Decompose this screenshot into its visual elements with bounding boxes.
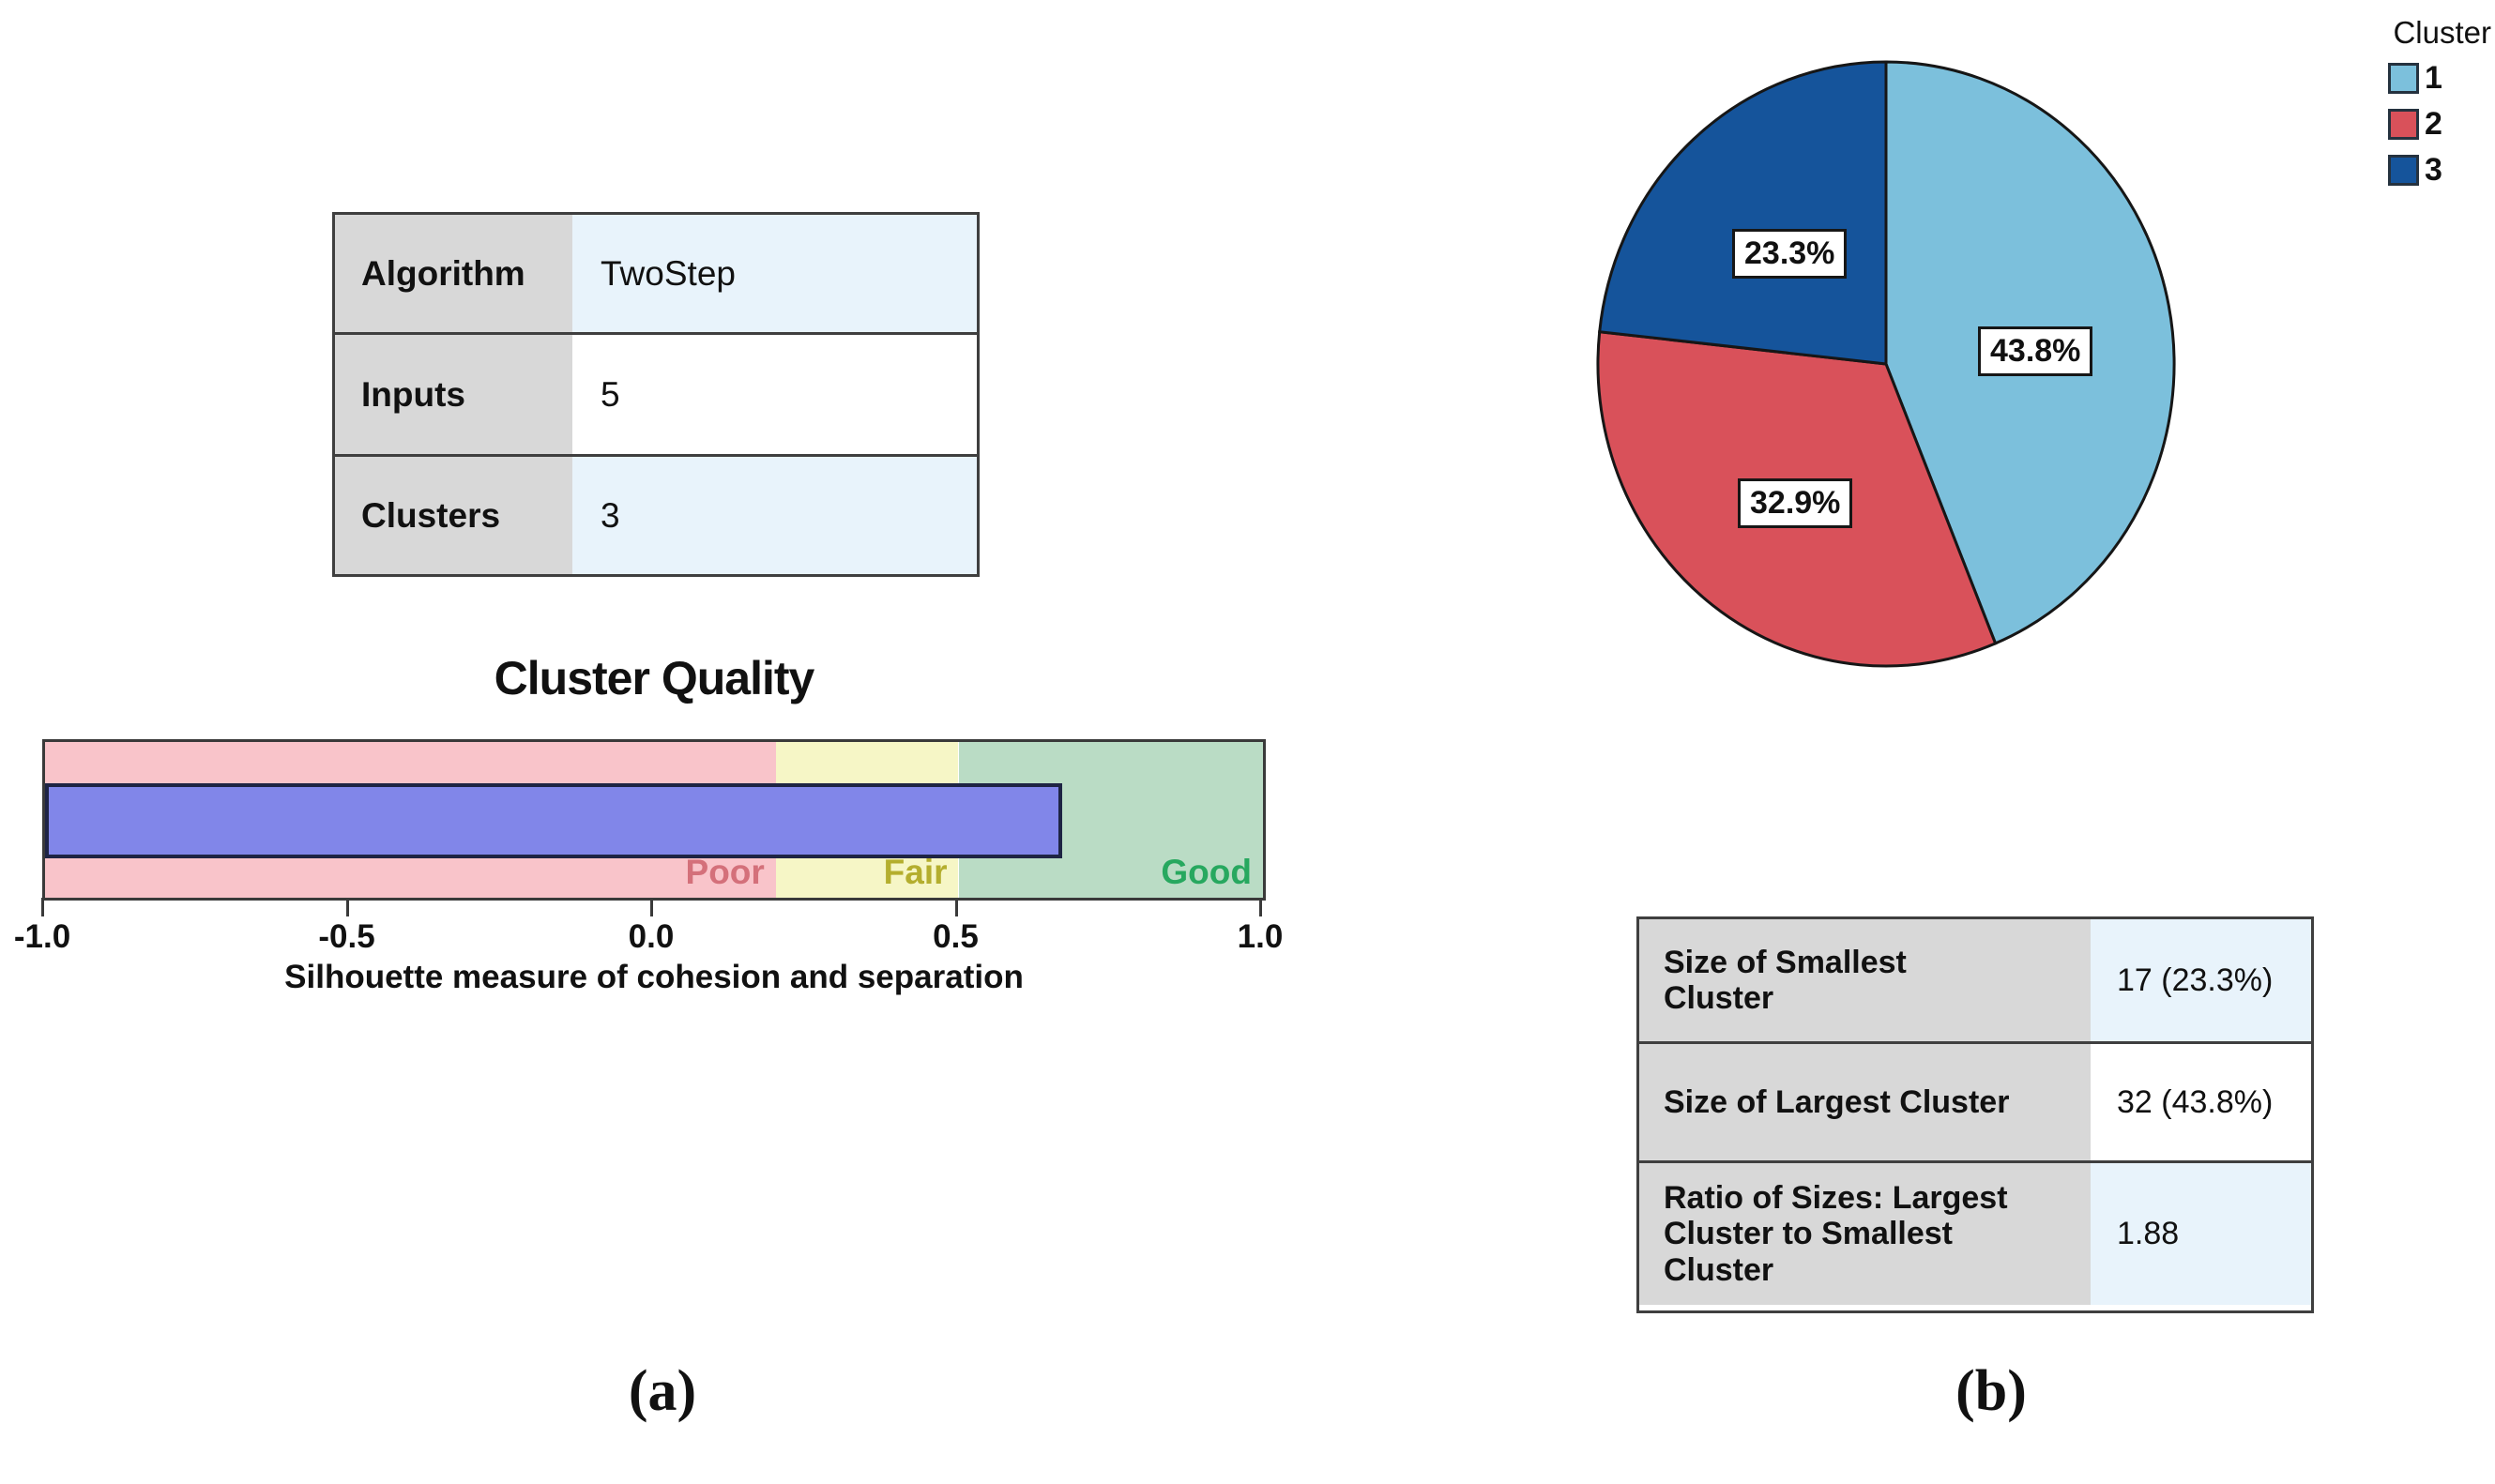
legend-label: 3 bbox=[2425, 152, 2442, 188]
pie-label-cluster3: 23.3% bbox=[1732, 229, 1848, 279]
clusters-value: 3 bbox=[572, 457, 977, 574]
largest-cluster-label: Size of Largest Cluster bbox=[1639, 1044, 2091, 1160]
table-row: Size of Smallest Cluster 17 (23.3%) bbox=[1639, 919, 2311, 1041]
table-row: Ratio of Sizes: Largest Cluster to Small… bbox=[1639, 1160, 2311, 1305]
cluster-quality-title: Cluster Quality bbox=[494, 652, 815, 704]
legend-swatch-cluster2-icon bbox=[2388, 109, 2419, 140]
x-tick bbox=[1259, 898, 1262, 916]
x-tick bbox=[345, 898, 349, 916]
table-row: Algorithm TwoStep bbox=[335, 215, 977, 332]
x-tick-label: -0.5 bbox=[318, 918, 375, 955]
x-tick-label: 0.0 bbox=[628, 918, 675, 955]
quality-zone-label-good: Good bbox=[1161, 853, 1252, 891]
cluster-pie-chart bbox=[1596, 60, 2176, 668]
legend-label: 1 bbox=[2425, 60, 2442, 96]
model-summary-table: Algorithm TwoStep Inputs 5 Clusters 3 bbox=[332, 212, 980, 577]
quality-zone-label-poor: Poor bbox=[685, 853, 765, 891]
x-tick bbox=[954, 898, 958, 916]
pie-slice-cluster-3 bbox=[1598, 60, 1888, 366]
legend-item: 2 bbox=[2388, 106, 2493, 143]
algorithm-label: Algorithm bbox=[335, 215, 572, 332]
largest-cluster-value: 32 (43.8%) bbox=[2091, 1044, 2311, 1160]
legend-swatch-cluster1-icon bbox=[2388, 63, 2419, 94]
caption-a: (a) bbox=[628, 1359, 697, 1423]
pie-legend: Cluster 1 2 3 bbox=[2350, 15, 2493, 189]
legend-swatch-cluster3-icon bbox=[2388, 155, 2419, 186]
pie-label-cluster2: 32.9% bbox=[1738, 478, 1853, 528]
x-tick bbox=[650, 898, 653, 916]
caption-b: (b) bbox=[1955, 1359, 2027, 1423]
cluster-quality-gauge: Poor Fair Good bbox=[42, 739, 1266, 901]
legend-item: 1 bbox=[2388, 60, 2493, 97]
pie-label-cluster1: 43.8% bbox=[1978, 326, 2093, 376]
x-axis: -1.0 -0.5 0.0 0.5 1.0 bbox=[14, 898, 1283, 955]
x-axis-label: Silhouette measure of cohesion and separ… bbox=[284, 959, 1024, 995]
legend-title: Cluster bbox=[2393, 15, 2491, 50]
table-row: Clusters 3 bbox=[335, 454, 977, 574]
x-tick-label: 0.5 bbox=[933, 918, 979, 955]
ratio-of-sizes-value: 1.88 bbox=[2091, 1163, 2311, 1305]
smallest-cluster-value: 17 (23.3%) bbox=[2091, 919, 2311, 1041]
table-row: Inputs 5 bbox=[335, 332, 977, 454]
x-tick-label: 1.0 bbox=[1237, 918, 1284, 955]
clusters-label: Clusters bbox=[335, 457, 572, 574]
quality-zone-label-fair: Fair bbox=[883, 853, 948, 891]
legend-item: 3 bbox=[2388, 152, 2493, 189]
silhouette-bar bbox=[45, 783, 1062, 858]
x-tick bbox=[41, 898, 44, 916]
inputs-label: Inputs bbox=[335, 335, 572, 454]
legend-label: 2 bbox=[2425, 106, 2442, 142]
ratio-of-sizes-label: Ratio of Sizes: Largest Cluster to Small… bbox=[1639, 1163, 2091, 1305]
table-row: Size of Largest Cluster 32 (43.8%) bbox=[1639, 1041, 2311, 1160]
cluster-sizes-table: Size of Smallest Cluster 17 (23.3%) Size… bbox=[1636, 916, 2314, 1313]
x-tick-label: -1.0 bbox=[13, 918, 71, 955]
inputs-value: 5 bbox=[572, 335, 977, 454]
algorithm-value: TwoStep bbox=[572, 215, 977, 332]
smallest-cluster-label: Size of Smallest Cluster bbox=[1639, 919, 2091, 1041]
